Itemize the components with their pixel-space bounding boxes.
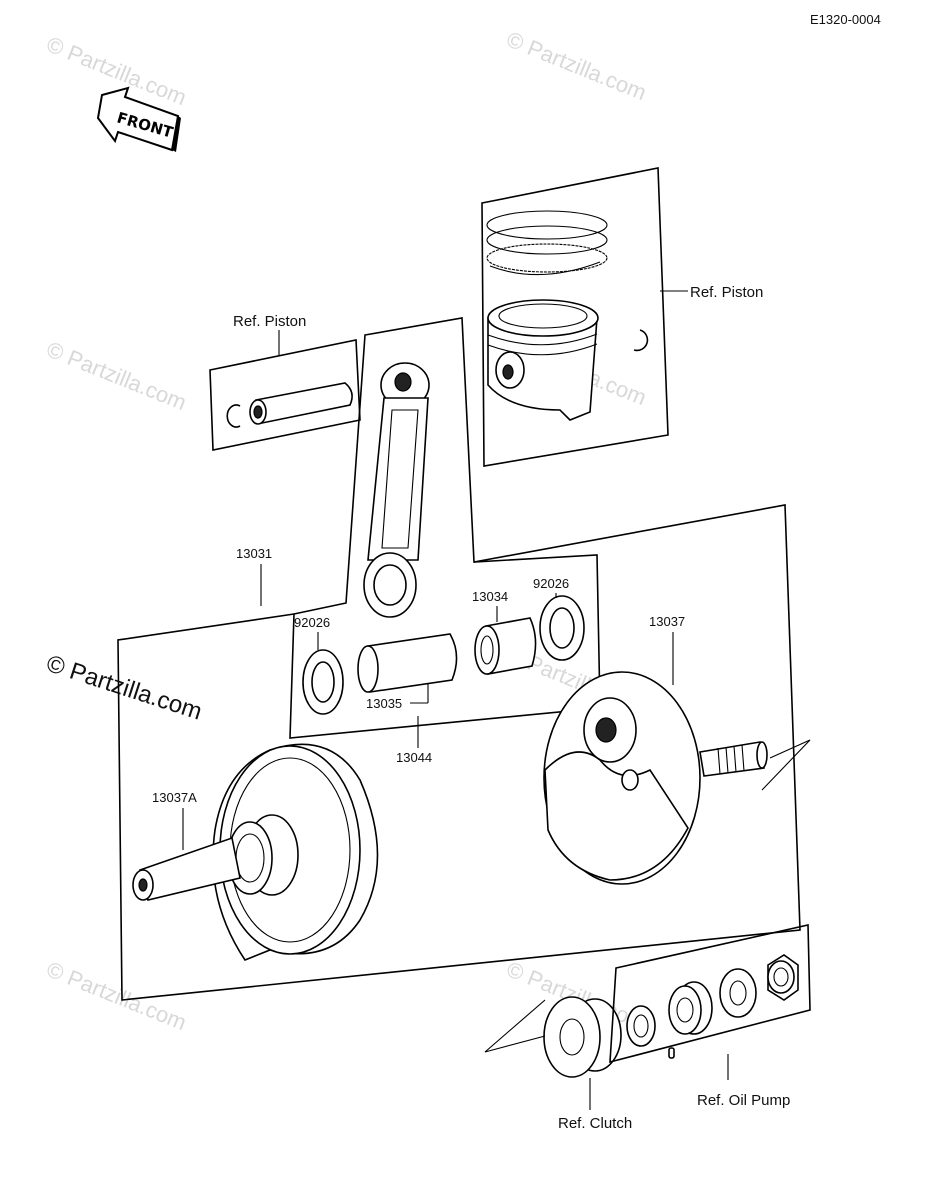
gear-icon — [227, 814, 299, 896]
ref-piston-right-label: Ref. Piston — [690, 284, 763, 301]
watermark-text: © Partzilla.com — [43, 336, 190, 415]
front-arrow-icon: FRONT — [96, 86, 181, 152]
ref-clutch-label: Ref. Clutch — [558, 1115, 632, 1132]
part-13034: 13034 — [472, 589, 508, 604]
part-92026-left: 92026 — [294, 615, 330, 630]
crank-half-left — [132, 743, 379, 961]
watermark-dark-text: © Partzilla.com — [43, 650, 205, 726]
crank-half-right — [543, 671, 811, 885]
watermark-text: © Partzilla.com — [503, 26, 650, 105]
diagram-code: E1320-0004 — [810, 12, 881, 27]
part-13031: 13031 — [236, 546, 272, 561]
piston-pin-ref-box: Ref. Piston — [209, 313, 361, 451]
part-13037: 13037 — [649, 614, 685, 629]
oil-pump-box: Ref. Oil Pump — [609, 924, 811, 1109]
part-number-callouts: 13031 92026 13034 92026 13035 13044 1303… — [152, 546, 685, 850]
piston-ref-box: Ref. Piston — [481, 167, 763, 467]
part-13044: 13044 — [396, 750, 432, 765]
part-13037A: 13037A — [152, 790, 197, 805]
clutch-gear: Ref. Clutch — [484, 996, 632, 1132]
connecting-rod-box — [289, 317, 601, 739]
part-13035: 13035 — [366, 696, 402, 711]
part-92026-right: 92026 — [533, 576, 569, 591]
ref-piston-left-label: Ref. Piston — [233, 313, 306, 330]
crankshaft-box — [117, 504, 801, 1001]
ref-oil-pump-label: Ref. Oil Pump — [697, 1092, 790, 1109]
